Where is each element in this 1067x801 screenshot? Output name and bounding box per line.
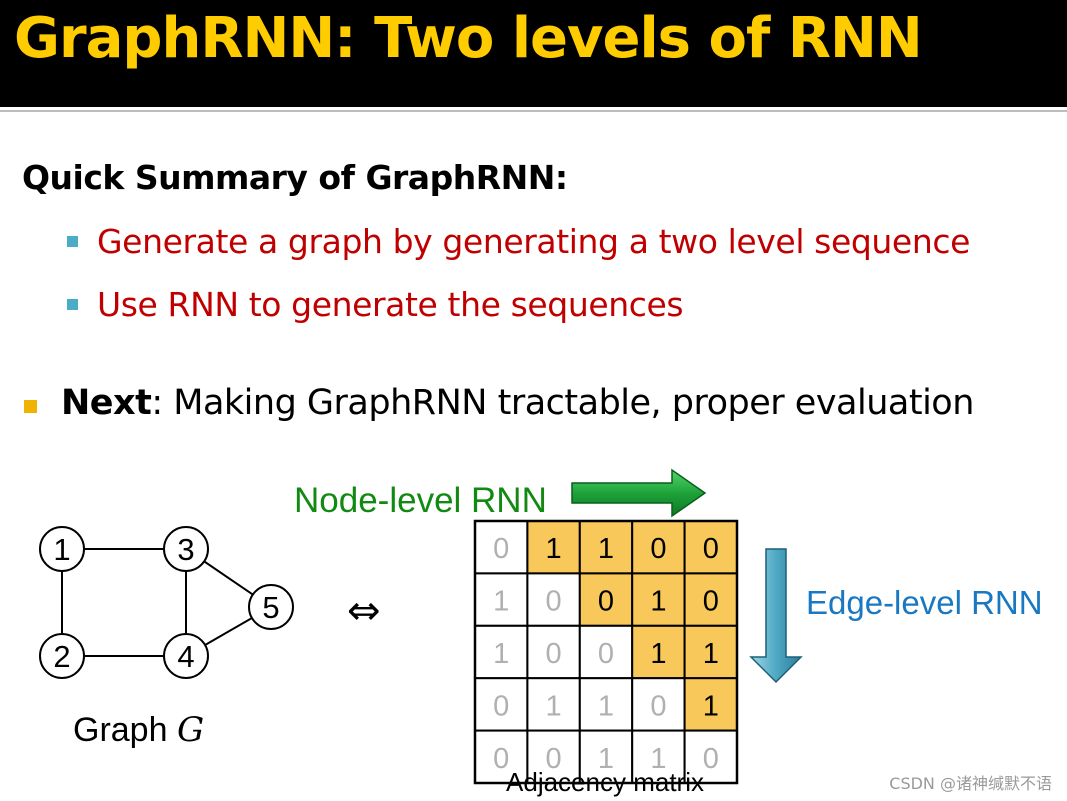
matrix-value: 0 [598,586,614,618]
matrix-cell-3-0 [474,677,529,732]
edge-level-label: Edge-level RNN [806,584,1043,621]
graph-node-circle [39,526,85,572]
matrix-cell-4-2 [578,729,634,784]
matrix-cell-2-1 [526,624,581,680]
graph-node-label: 2 [53,639,70,674]
graph-node-label: 3 [177,532,194,567]
matrix-value: 1 [598,743,614,775]
next-text: : Making GraphRNN tractable, proper eval… [151,383,974,423]
matrix-value: 1 [493,638,509,670]
matrix-value: 0 [493,743,509,775]
slide-title: GraphRNN: Two levels of RNN [14,6,923,71]
sub-bullet-2: Use RNN to generate the sequences [97,285,684,324]
matrix-cell-0-0 [474,520,529,575]
matrix-cell-3-4 [683,677,738,732]
node-level-arrow-icon [571,468,707,518]
graph-node-1: 1 [39,526,85,572]
graph-node-label: 4 [177,639,194,674]
title-divider [0,110,1067,112]
next-bullet: Next: Making GraphRNN tractable, proper … [61,383,974,423]
graph-node-2: 2 [39,633,85,679]
matrix-value: 0 [546,638,562,670]
graph-caption: Graph G [73,710,204,750]
matrix-value: 0 [493,533,509,565]
matrix-value: 0 [703,743,719,775]
matrix-border [473,519,739,785]
sub-bullet-square-icon [67,236,78,247]
matrix-value: 0 [703,586,719,618]
matrix-value: 1 [703,690,719,722]
adjacency-matrix: 0 1 1 0 0 1 0 0 1 0 1 0 0 1 1 0 1 1 0 1 0 0 1 1 0 [473,519,739,785]
graph-node-5: 5 [248,584,294,630]
matrix-value: 0 [703,533,719,565]
title-bar: GraphRNN: Two levels of RNN [0,0,1067,107]
edge-level-arrow-icon [749,548,803,684]
graph-node-circle [248,584,294,630]
matrix-value: 1 [546,533,562,565]
matrix-cell-4-4 [683,729,738,784]
matrix-cell-2-2 [578,624,634,680]
graph-node-label: 5 [262,590,279,625]
matrix-value: 1 [546,690,562,722]
matrix-cell-3-1 [526,677,581,732]
matrix-cell-4-3 [631,729,686,784]
next-label: Next [61,383,152,423]
summary-heading: Quick Summary of GraphRNN: [22,158,568,197]
graph-node-label: 1 [53,532,70,567]
graph-nodes: 1 2 3 4 5 [39,526,294,679]
matrix-value: 0 [598,638,614,670]
graph-node-circle [39,633,85,679]
matrix-value: 0 [546,743,562,775]
matrix-value: 1 [703,638,719,670]
matrix-caption: Adjacency matrix [506,767,704,797]
matrix-cell-1-0 [474,572,529,627]
matrix-value: 1 [650,586,666,618]
sub-bullet-1: Generate a graph by generating a two lev… [97,222,971,261]
matrix-value: 0 [650,690,666,722]
matrix-value: 1 [598,533,614,565]
matrix-value: 1 [493,586,509,618]
matrix-value: 0 [493,690,509,722]
matrix-cell-0-1 [526,520,581,575]
graph-node-circle [163,526,209,572]
graph-node-3: 3 [163,526,209,572]
node-level-label: Node-level RNN [294,481,547,520]
graph-node-circle [163,633,209,679]
matrix-value: 0 [650,533,666,565]
main-bullet-square-icon [24,400,37,413]
matrix-value: 1 [650,638,666,670]
matrix-value: 0 [546,586,562,618]
watermark: CSDN @诸神缄默不语 [889,774,1052,793]
matrix-value: 1 [598,690,614,722]
graph-edges [61,548,272,657]
matrix-value: 1 [650,743,666,775]
sub-bullet-square-icon [67,299,78,310]
equivalence-icon: ⇔ [347,588,381,634]
graph-node-4: 4 [163,633,209,679]
matrix-cell-1-1 [526,572,581,627]
matrix-cell-1-4 [683,572,738,627]
